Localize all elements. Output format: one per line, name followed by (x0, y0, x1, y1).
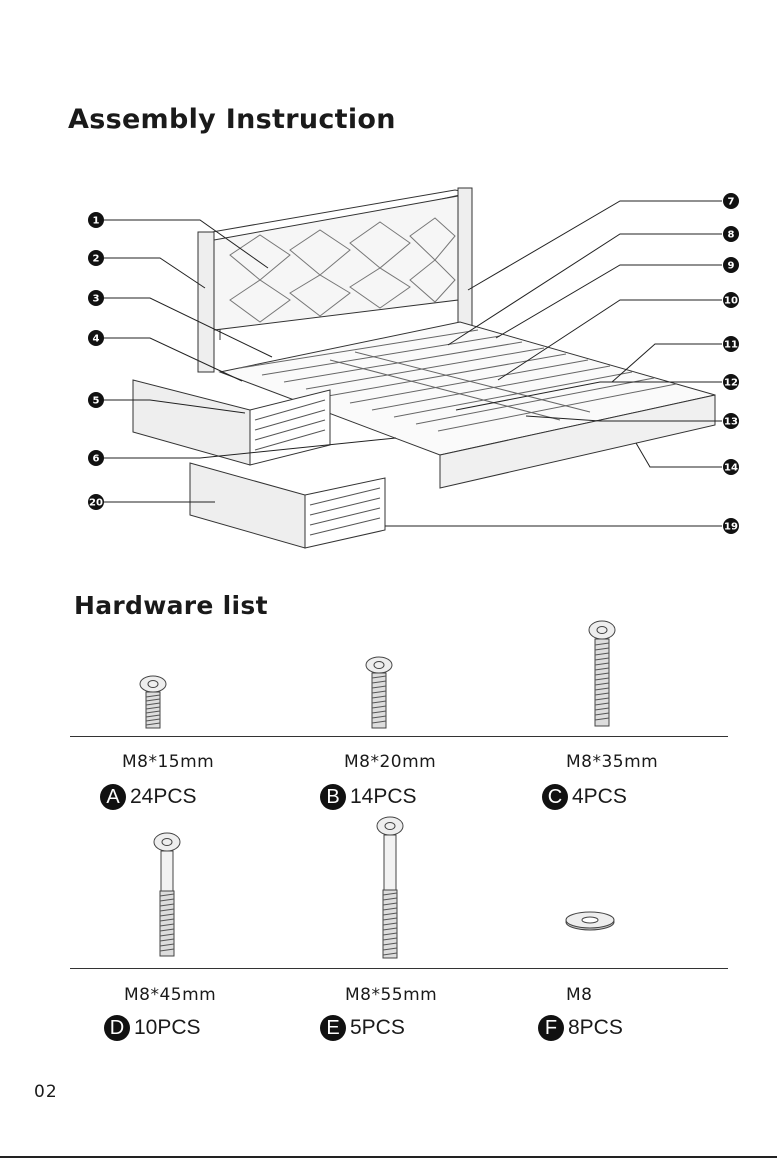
hardware-e-qty: E 5PCS (320, 1015, 405, 1041)
hardware-b-qty: B 14PCS (320, 784, 417, 810)
screw-d-icon (152, 832, 182, 958)
hardware-d-qty: D 10PCS (104, 1015, 201, 1041)
callout-20-label: 20 (89, 498, 103, 509)
hardware-c-count: 4PCS (572, 785, 627, 809)
hardware-b-count: 14PCS (350, 785, 417, 809)
screw-b-icon (364, 656, 394, 730)
callout-12-label: 12 (724, 378, 738, 389)
callout-2-label: 2 (93, 254, 100, 265)
hardware-e-count: 5PCS (350, 1016, 405, 1040)
callout-19-label: 19 (724, 522, 738, 533)
hardware-f-qty: F 8PCS (538, 1015, 623, 1041)
callout-14-label: 14 (724, 463, 738, 474)
hardware-c-size: M8*35mm (566, 752, 658, 772)
hardware-b-letter: B (320, 784, 346, 810)
callout-7-label: 7 (728, 197, 735, 208)
hardware-f-size: M8 (566, 985, 592, 1005)
hardware-c-qty: C 4PCS (542, 784, 627, 810)
callout-8-label: 8 (728, 230, 735, 241)
page-number: 02 (34, 1082, 58, 1102)
hardware-d-count: 10PCS (134, 1016, 201, 1040)
screw-c-icon (587, 620, 617, 728)
hardware-a-qty: A 24PCS (100, 784, 197, 810)
washer-f-icon (564, 910, 616, 932)
hardware-f-letter: F (538, 1015, 564, 1041)
callout-13-label: 13 (724, 417, 738, 428)
hardware-a-count: 24PCS (130, 785, 197, 809)
page-title: Assembly Instruction (68, 104, 396, 135)
screw-e-icon (375, 816, 405, 960)
callout-4-label: 4 (93, 334, 100, 345)
hardware-a-letter: A (100, 784, 126, 810)
callout-5-label: 5 (93, 396, 100, 407)
callout-3-label: 3 (93, 294, 100, 305)
callout-11-label: 11 (724, 340, 738, 351)
hardware-list-title: Hardware list (74, 591, 268, 620)
callout-6-label: 6 (93, 454, 100, 465)
hardware-a-size: M8*15mm (122, 752, 214, 772)
callout-10-label: 10 (724, 296, 738, 307)
hardware-c-letter: C (542, 784, 568, 810)
callout-1-label: 1 (93, 216, 100, 227)
hardware-d-letter: D (104, 1015, 130, 1041)
hardware-b-size: M8*20mm (344, 752, 436, 772)
hardware-d-size: M8*45mm (124, 985, 216, 1005)
hardware-e-letter: E (320, 1015, 346, 1041)
divider-row-2 (70, 968, 728, 969)
hardware-f-count: 8PCS (568, 1016, 623, 1040)
divider-row-1 (70, 736, 728, 737)
screw-a-icon (138, 675, 168, 730)
callout-9-label: 9 (728, 261, 735, 272)
hardware-e-size: M8*55mm (345, 985, 437, 1005)
